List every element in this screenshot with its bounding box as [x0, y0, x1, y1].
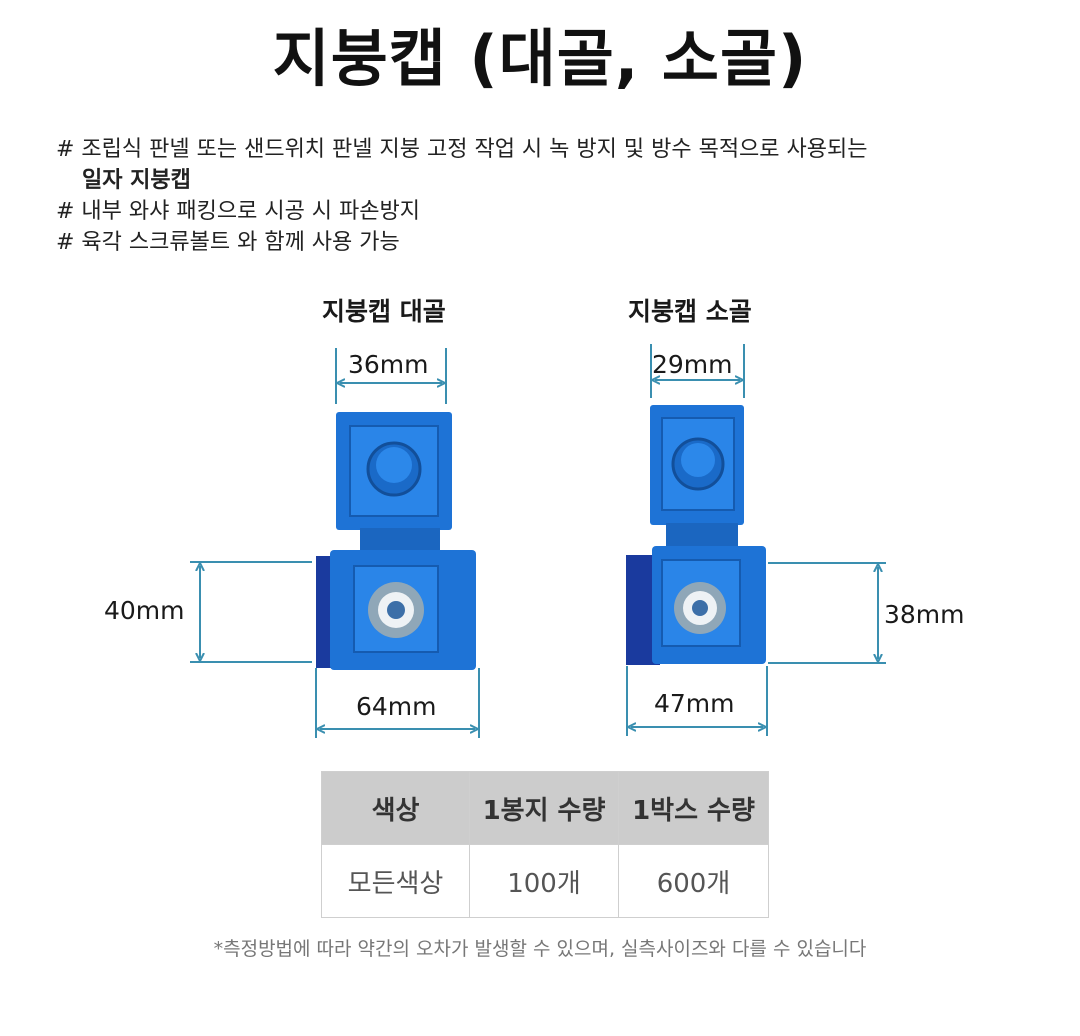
large-cap-width-bottom: 64mm: [356, 692, 437, 721]
small-cap-width-bottom: 47mm: [654, 689, 735, 718]
header-bag-qty: 1봉지 수량: [469, 771, 619, 845]
large-cap-width-top: 36mm: [348, 350, 429, 379]
large-cap-image: [316, 412, 476, 670]
small-cap-height: 38mm: [884, 600, 965, 629]
header-color: 색상: [321, 771, 470, 845]
product-description: # 조립식 판넬 또는 샌드위치 판넬 지붕 고정 작업 시 녹 방지 및 방수…: [56, 134, 1036, 258]
small-cap-width-top: 29mm: [652, 350, 733, 379]
small-cap-label: 지붕캡 소골: [628, 297, 752, 326]
cell-color: 모든색상: [321, 844, 470, 918]
small-cap-image: [626, 405, 766, 665]
desc-line-3: # 육각 스크류볼트 와 함께 사용 가능: [56, 230, 400, 255]
large-cap-label: 지붕캡 대골: [322, 297, 446, 326]
desc-line-2: # 내부 와샤 패킹으로 시공 시 파손방지: [56, 199, 420, 224]
spec-table: 색상 1봉지 수량 1박스 수량 모든색상 100개 600개: [321, 771, 769, 918]
cell-bag-qty: 100개: [469, 844, 619, 918]
page-title: 지붕캡 (대골, 소골): [272, 22, 808, 95]
table-header-row: 색상 1봉지 수량 1박스 수량: [321, 771, 769, 845]
desc-line-1: # 조립식 판넬 또는 샌드위치 판넬 지붕 고정 작업 시 녹 방지 및 방수…: [56, 137, 868, 162]
cell-box-qty: 600개: [618, 844, 769, 918]
small-cap-dimensions: [626, 344, 886, 736]
large-cap-dimensions: [190, 348, 480, 738]
desc-line-1-cont: 일자 지붕캡: [82, 168, 191, 193]
header-box-qty: 1박스 수량: [618, 771, 769, 845]
table-row: 모든색상 100개 600개: [321, 844, 769, 918]
measurement-note: *측정방법에 따라 약간의 오차가 발생할 수 있으며, 실측사이즈와 다를 수…: [213, 938, 867, 960]
large-cap-height: 40mm: [104, 596, 185, 625]
